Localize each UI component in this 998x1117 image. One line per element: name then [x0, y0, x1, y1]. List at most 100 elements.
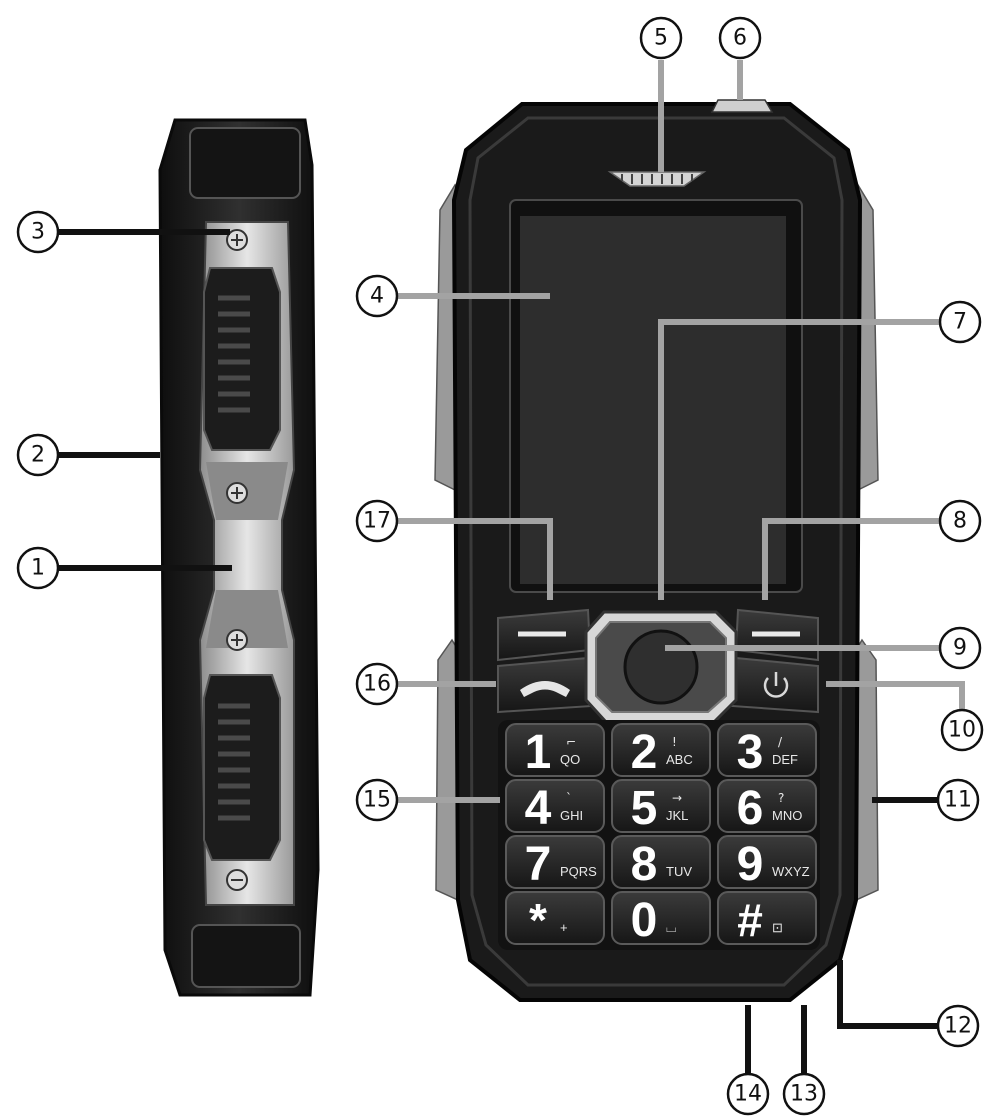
keypad-key-3[interactable]: 3 DEF / — [717, 723, 817, 779]
callout-4: 4 — [355, 274, 399, 318]
key-digit: 6 — [737, 782, 764, 835]
key-face — [611, 835, 711, 889]
key-symbol: ` — [566, 791, 572, 805]
callout-label-17: 17 — [363, 509, 391, 534]
leader-line-12 — [837, 960, 938, 1029]
callout-label-15: 15 — [363, 788, 391, 813]
callout-7: 7 — [938, 300, 982, 344]
key-letters: + — [560, 920, 568, 935]
callout-label-10: 10 — [948, 718, 976, 743]
callout-label-12: 12 — [944, 1014, 972, 1039]
keypad-key-6[interactable]: 6 MNO? — [717, 779, 817, 835]
callout-label-5: 5 — [654, 26, 668, 51]
side-view — [158, 118, 320, 997]
callout-label-13: 13 — [790, 1082, 818, 1107]
callout-label-2: 2 — [31, 443, 45, 468]
grip-ridges — [218, 295, 250, 821]
side-top-cap — [189, 127, 301, 199]
key-digit: 8 — [631, 838, 658, 891]
keypad-key-1[interactable]: 1 QO ⌐ — [505, 723, 605, 779]
key-symbol: ! — [672, 735, 677, 749]
callout-label-6: 6 — [733, 26, 747, 51]
keypad-key-star[interactable]: *+ — [505, 891, 605, 946]
keypad-key-5[interactable]: 5 JKL → — [611, 779, 711, 835]
key-face — [505, 891, 605, 945]
key-letters: MNO — [772, 808, 802, 823]
callout-label-3: 3 — [31, 220, 45, 245]
key-digit: # — [737, 894, 763, 946]
callout-label-14: 14 — [734, 1082, 762, 1107]
key-symbol: → — [672, 791, 682, 805]
key-face — [505, 835, 605, 889]
key-face — [717, 835, 817, 889]
key-letters: QO — [560, 752, 580, 767]
callout-5: 5 — [639, 16, 683, 60]
key-letters: DEF — [772, 752, 798, 767]
callout-8: 8 — [938, 499, 982, 543]
key-symbol: ? — [778, 791, 784, 805]
key-letters: PQRS — [560, 864, 597, 879]
key-face — [505, 779, 605, 833]
callout-17: 17 — [355, 499, 399, 543]
callout-lines — [58, 60, 965, 1080]
key-face — [611, 891, 711, 945]
key-digit: 1 — [525, 726, 552, 779]
key-digit: 0 — [631, 894, 658, 947]
callout-1: 1 — [16, 546, 60, 590]
callout-label-8: 8 — [953, 509, 967, 534]
leader-line-7 — [658, 319, 940, 600]
key-face — [717, 723, 817, 777]
key-face — [611, 779, 711, 833]
key-letters: ABC — [666, 752, 693, 767]
key-letters: GHI — [560, 808, 583, 823]
key-face — [611, 723, 711, 777]
callout-10: 10 — [940, 708, 984, 752]
callout-label-4: 4 — [370, 284, 384, 309]
keypad-key-0[interactable]: 0⌴ — [611, 891, 711, 947]
key-digit: 4 — [525, 782, 552, 835]
key-letters: TUV — [666, 864, 692, 879]
side-bottom-cap — [191, 924, 301, 988]
key-digit: 7 — [525, 838, 552, 891]
key-digit: 2 — [631, 726, 658, 779]
keypad-key-2[interactable]: 2 ABC! — [611, 723, 711, 779]
key-letters: ⊡ — [772, 920, 783, 935]
callout-label-9: 9 — [953, 636, 967, 661]
callout-12: 12 — [936, 1004, 980, 1048]
body-inner-edge — [468, 116, 844, 987]
leader-line-10 — [826, 681, 965, 710]
callout-3: 3 — [16, 210, 60, 254]
callout-label-16: 16 — [363, 672, 391, 697]
ok-key[interactable] — [623, 629, 699, 705]
screw-icon — [226, 482, 248, 504]
key-digit: 5 — [631, 782, 658, 835]
screw-icon — [226, 229, 248, 251]
key-letters: JKL — [666, 808, 688, 823]
key-symbol: ⌐ — [566, 735, 576, 749]
callout-2: 2 — [16, 433, 60, 477]
power-icon — [763, 672, 789, 698]
display-screen — [520, 216, 786, 584]
callout-label-11: 11 — [944, 788, 972, 813]
side-grip-upper — [203, 267, 281, 451]
key-symbol: / — [778, 735, 783, 749]
callout-label-7: 7 — [953, 310, 967, 335]
key-letters: ⌴ — [666, 920, 676, 935]
screw-icon — [226, 869, 248, 891]
key-face — [505, 723, 605, 777]
keypad-key-8[interactable]: 8 TUV — [611, 835, 711, 891]
keypad-key-7[interactable]: 7 PQRS — [505, 835, 605, 891]
keypad-key-hash[interactable]: #⊡ — [717, 891, 817, 946]
call-icon — [520, 681, 570, 697]
keypad-key-4[interactable]: 4 GHI ` — [505, 779, 605, 835]
callout-13: 13 — [782, 1072, 826, 1116]
callout-11: 11 — [936, 778, 980, 822]
key-digit: 3 — [737, 726, 764, 779]
speaker-grille-icon — [607, 171, 707, 187]
leader-line-17 — [398, 518, 553, 600]
callout-markers: 1 2 3 4 5 6 7 8 9 10 11 12 13 14 15 16 1… — [16, 16, 984, 1116]
key-letters: WXYZ — [772, 864, 810, 879]
